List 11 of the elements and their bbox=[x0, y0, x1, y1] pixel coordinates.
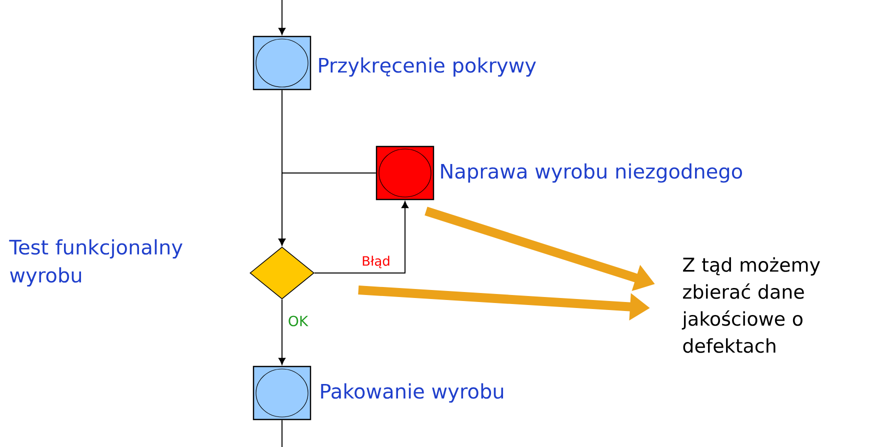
step-label: Pakowanie wyrobu bbox=[321, 383, 504, 403]
arrow bbox=[278, 172, 376, 246]
note-text: Z tąd możemy zbierać dane jakościowe o defektach bbox=[682, 257, 820, 353]
step-label: Przykręcenie pokrywy bbox=[319, 57, 536, 77]
edge-label: Błąd bbox=[362, 256, 390, 268]
arrow bbox=[278, 0, 286, 35]
arrow bbox=[278, 298, 286, 365]
edge-label: OK bbox=[288, 316, 308, 326]
step-label: Naprawa wyrobu niezgodnego bbox=[441, 163, 742, 183]
arrow bbox=[314, 201, 408, 274]
step-label: Test funkcjonalny wyrobu bbox=[9, 239, 182, 287]
